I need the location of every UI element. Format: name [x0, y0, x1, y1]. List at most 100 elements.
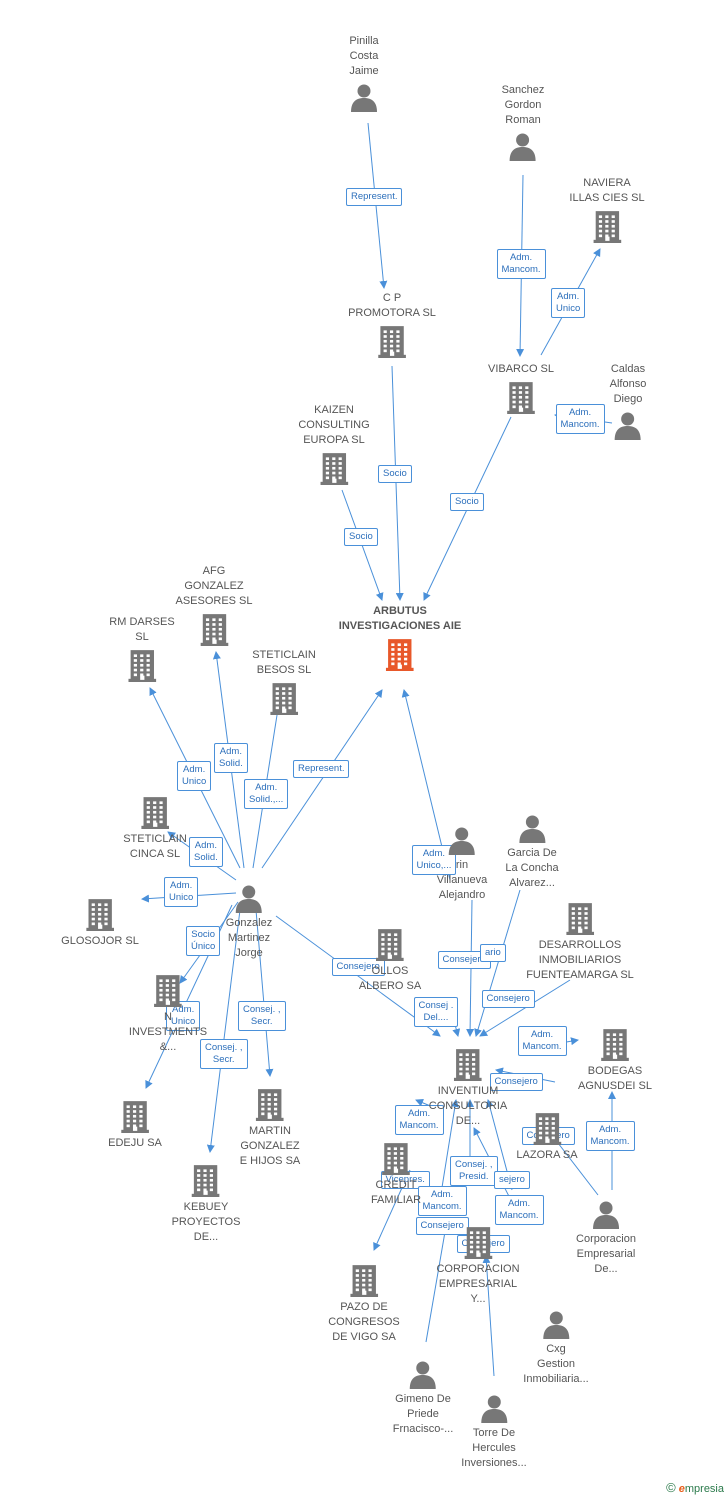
- company-node-vibarco[interactable]: VIBARCO SL: [488, 362, 554, 417]
- edge-label-line: Consejero: [442, 954, 486, 965]
- building-icon: [123, 795, 187, 829]
- edge-label-e_consej_presid[interactable]: Consej. ,Presid.: [450, 1156, 498, 1186]
- edge-label-e_g_arbutus[interactable]: Represent.: [293, 760, 350, 778]
- edge-label-e_inv_adm[interactable]: Adm.Mancom.: [394, 1105, 444, 1135]
- edge-label-line: Mancom.: [560, 419, 600, 430]
- person-icon: [393, 1359, 454, 1389]
- edge-label-e_caldas_vibarco[interactable]: Adm.Mancom.: [555, 404, 605, 434]
- edge-label-e_garcia_inventium[interactable]: ario: [480, 944, 506, 962]
- edge-label-line: Socio: [349, 531, 373, 542]
- edge-label-e_bodegas_inventium[interactable]: Adm.Mancom.: [517, 1026, 567, 1056]
- edge-label-e_g_martin[interactable]: Consej. ,Secr.: [238, 1001, 286, 1031]
- node-label-line: Alfonso: [609, 378, 647, 390]
- node-label-line: Alvarez...: [509, 877, 555, 889]
- edge-label-e_villa_arbutus[interactable]: Adm.Unico,...: [411, 845, 457, 875]
- edge-label-e_sanchez_vibarco[interactable]: Adm.Mancom.: [496, 249, 546, 279]
- node-label-line: Torre De: [472, 1427, 516, 1439]
- edge-label-e_g_afg[interactable]: Adm.Solid.: [214, 743, 248, 773]
- edge-label-e_adm_mancom2[interactable]: Adm.Mancom.: [417, 1186, 467, 1216]
- edge-label-e_vibarco_naviera[interactable]: Adm.Unico: [551, 288, 586, 318]
- edge-label-line: Único: [191, 941, 216, 952]
- edge-label-e_kaizen_arbutus[interactable]: Socio: [344, 528, 378, 546]
- node-label-line: Martinez: [227, 932, 271, 944]
- node-label-line: SL: [135, 631, 149, 643]
- edge-label-line: sejero: [499, 1174, 525, 1185]
- edge-label-line: Adm.: [530, 1029, 554, 1040]
- edge-label-e_consej_del[interactable]: Consej .Del....: [413, 997, 459, 1027]
- node-label-line: Jaime: [349, 65, 379, 77]
- edge-label-line: Mancom.: [422, 1201, 462, 1212]
- edge-label-e_gimeno_consejero[interactable]: Consejero: [415, 1217, 469, 1235]
- edge-label-line: Adm.: [170, 880, 193, 891]
- company-node-glosojor[interactable]: GLOSOJOR SL: [61, 894, 139, 949]
- edge-label-e_corp_inventium[interactable]: Consejero: [489, 1073, 543, 1091]
- edge-label-e_vibarco_arbutus[interactable]: Socio: [450, 493, 484, 511]
- edge-label-e_villa_inventium[interactable]: Consejero: [437, 951, 491, 969]
- node-label-line: Empresarial: [576, 1248, 636, 1260]
- node-label-line: GONZALEZ: [184, 580, 244, 592]
- company-node-lazora[interactable]: LAZORA SA: [516, 1108, 578, 1163]
- building-icon: [569, 209, 644, 243]
- building-icon: [526, 901, 634, 935]
- node-label-line: STETICLAIN: [123, 833, 187, 845]
- building-icon: [109, 648, 174, 682]
- edge-label-e_g_rm[interactable]: Adm.Unico: [177, 761, 212, 791]
- node-label-line: NAVIERA: [583, 177, 631, 189]
- node-label-line: EDEJU SA: [108, 1137, 162, 1149]
- edge-label-e_g_besos[interactable]: Adm.Solid.,...: [244, 779, 289, 809]
- edge-label-line: Mancom.: [399, 1120, 439, 1131]
- edge-label-e_corp_bodegas[interactable]: Adm.Mancom.: [585, 1121, 635, 1151]
- edge-label-line: Solid.,...: [249, 794, 284, 805]
- building-icon: [436, 1225, 519, 1259]
- edge-label-e_cp_arbutus[interactable]: Socio: [378, 465, 412, 483]
- edge-label-line: Del....: [423, 1012, 449, 1023]
- edge-label-e_adm_mancom3[interactable]: Adm.Mancom.: [494, 1195, 544, 1225]
- building-icon: [108, 1099, 162, 1133]
- edge-label-e_pinilla_cp[interactable]: Represent.: [346, 188, 403, 206]
- edge-label-line: Consej. ,: [243, 1004, 281, 1015]
- edge-label-e_g_glosojor[interactable]: Adm.Unico: [164, 877, 199, 907]
- edge-label-e_sejero[interactable]: sejero: [494, 1171, 530, 1189]
- edge-label-line: Mancom.: [590, 1136, 630, 1147]
- edge-label-e_g_inventium[interactable]: Consejero: [331, 958, 385, 976]
- edge-label-e_g_kebuey[interactable]: Consej. ,Secr.: [200, 1039, 248, 1069]
- edge-label-e_desarrollos_inventium[interactable]: Consejero: [481, 990, 535, 1008]
- edge-label-line: Mancom.: [499, 1210, 539, 1221]
- company-node-edeju[interactable]: EDEJU SA: [108, 1096, 162, 1151]
- node-label-line: Gonzalez: [225, 917, 273, 929]
- edge-label-e_g_cinca[interactable]: Adm.Solid.: [189, 837, 223, 867]
